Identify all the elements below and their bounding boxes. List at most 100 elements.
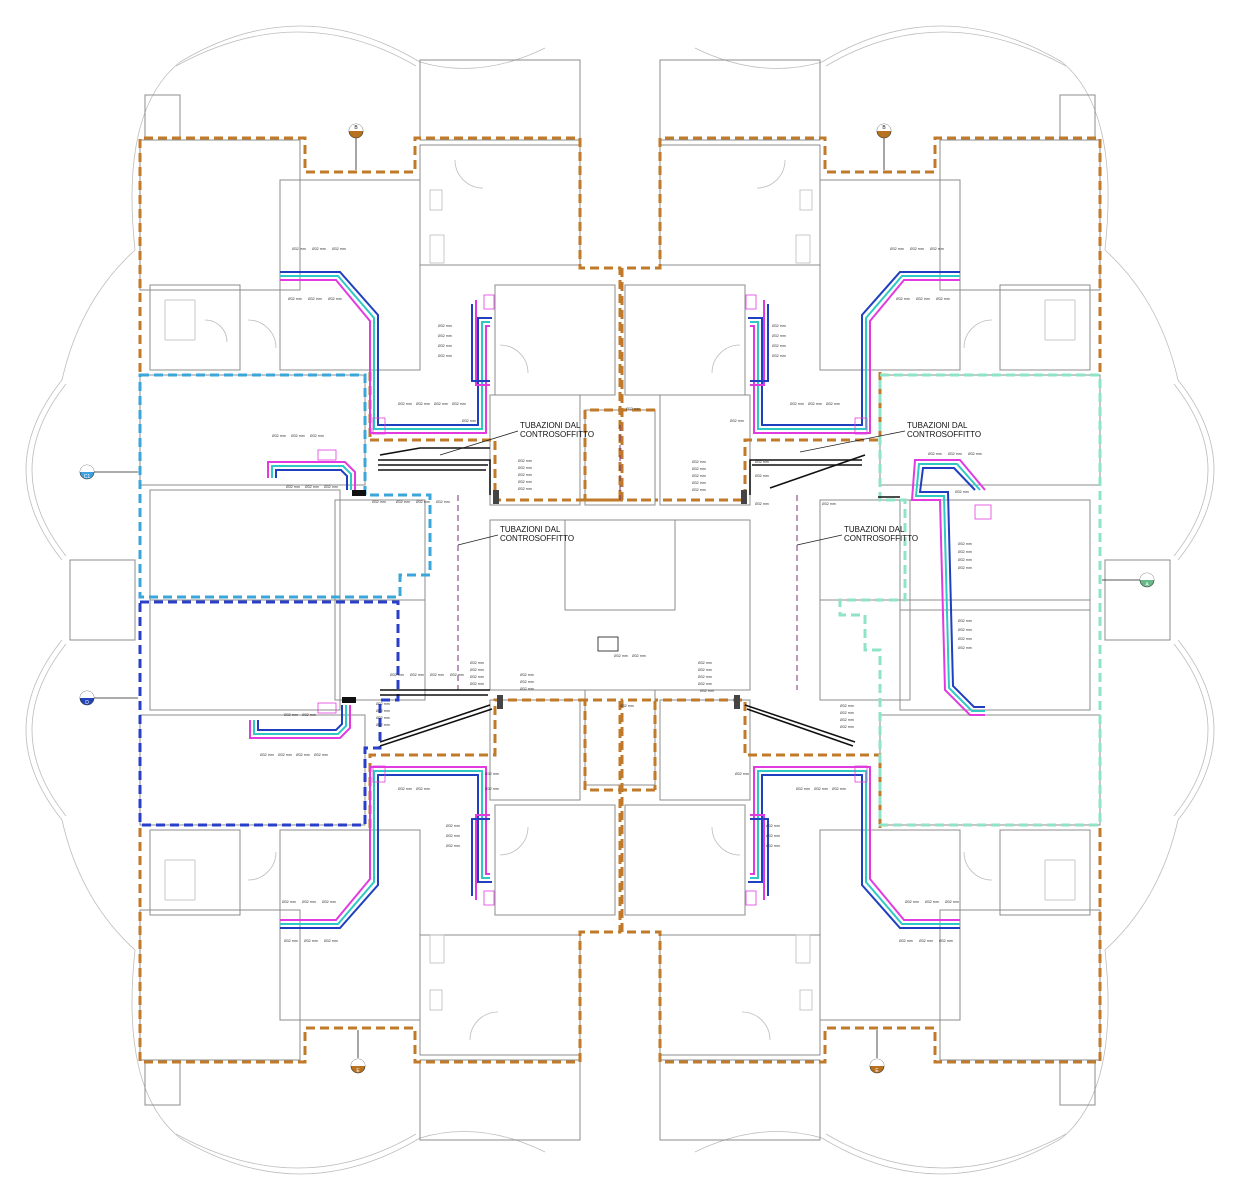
- collector-runs: [378, 447, 900, 747]
- svg-text:Ø32 mm: Ø32 mm: [520, 680, 534, 684]
- svg-text:Ø32 mm: Ø32 mm: [832, 787, 846, 791]
- svg-text:Ø32 mm: Ø32 mm: [692, 481, 706, 485]
- zone-a: [838, 373, 1102, 827]
- svg-text:Ø32 mm: Ø32 mm: [958, 566, 972, 570]
- svg-text:CONTROSOFFITTO: CONTROSOFFITTO: [907, 430, 981, 439]
- svg-text:Ø32 mm: Ø32 mm: [905, 900, 919, 904]
- svg-text:Ø32 mm: Ø32 mm: [292, 247, 306, 251]
- svg-text:Ø32 mm: Ø32 mm: [958, 619, 972, 623]
- svg-text:Ø32 mm: Ø32 mm: [332, 247, 346, 251]
- zone-se: [620, 698, 1102, 1064]
- svg-text:CONTROSOFFITTO: CONTROSOFFITTO: [500, 534, 574, 543]
- svg-text:B: B: [354, 125, 358, 131]
- svg-text:Ø32 mm: Ø32 mm: [438, 324, 452, 328]
- svg-text:Ø32 mm: Ø32 mm: [446, 824, 460, 828]
- pipe-run-se: [748, 766, 960, 929]
- svg-text:CONTROSOFFITTO: CONTROSOFFITTO: [520, 430, 594, 439]
- pipe-runs: [249, 271, 986, 929]
- svg-text:Ø32 mm: Ø32 mm: [416, 402, 430, 406]
- svg-text:Ø32 mm: Ø32 mm: [626, 407, 640, 411]
- svg-text:B: B: [882, 125, 886, 131]
- svg-text:Ø32 mm: Ø32 mm: [899, 939, 913, 943]
- note-ceiling-pipes-ne: TUBAZIONI DAL CONTROSOFFITTO: [799, 421, 981, 453]
- svg-text:Ø32 mm: Ø32 mm: [446, 834, 460, 838]
- svg-text:Ø32 mm: Ø32 mm: [438, 344, 452, 348]
- svg-text:Ø32 mm: Ø32 mm: [890, 247, 904, 251]
- svg-text:Ø32 mm: Ø32 mm: [840, 704, 854, 708]
- svg-text:TUBAZIONI DAL: TUBAZIONI DAL: [844, 525, 905, 534]
- svg-text:Ø32 mm: Ø32 mm: [692, 474, 706, 478]
- zone-nw: [138, 136, 655, 502]
- svg-text:Ø32 mm: Ø32 mm: [470, 668, 484, 672]
- svg-text:Ø32 mm: Ø32 mm: [772, 344, 786, 348]
- svg-text:Ø32 mm: Ø32 mm: [436, 500, 450, 504]
- svg-text:Ø32 mm: Ø32 mm: [840, 725, 854, 729]
- marker-south-left: E: [350, 1030, 366, 1074]
- svg-text:Ø32 mm: Ø32 mm: [518, 459, 532, 463]
- svg-text:Ø32 mm: Ø32 mm: [284, 939, 298, 943]
- svg-text:Ø32 mm: Ø32 mm: [305, 485, 319, 489]
- zone-d: [138, 600, 400, 827]
- svg-text:Ø32 mm: Ø32 mm: [620, 704, 634, 708]
- svg-text:Ø32 mm: Ø32 mm: [291, 434, 305, 438]
- svg-text:Ø32 mm: Ø32 mm: [372, 500, 386, 504]
- pipe-run-c1: [267, 461, 356, 490]
- svg-text:Ø32 mm: Ø32 mm: [766, 824, 780, 828]
- svg-text:Ø32 mm: Ø32 mm: [485, 787, 499, 791]
- svg-text:Ø32 mm: Ø32 mm: [324, 485, 338, 489]
- svg-text:Ø32 mm: Ø32 mm: [822, 502, 836, 506]
- svg-text:Ø32 mm: Ø32 mm: [692, 488, 706, 492]
- pipe-run-d: [249, 705, 351, 739]
- svg-text:Ø32 mm: Ø32 mm: [916, 297, 930, 301]
- svg-text:Ø32 mm: Ø32 mm: [376, 709, 390, 713]
- svg-text:Ø32 mm: Ø32 mm: [260, 753, 274, 757]
- marker-north-left: B: [348, 123, 364, 170]
- svg-text:Ø32 mm: Ø32 mm: [470, 661, 484, 665]
- svg-text:Ø32 mm: Ø32 mm: [936, 297, 950, 301]
- svg-text:Ø32 mm: Ø32 mm: [840, 718, 854, 722]
- svg-text:Ø32 mm: Ø32 mm: [462, 419, 476, 423]
- svg-text:Ø32 mm: Ø32 mm: [520, 687, 534, 691]
- svg-text:Ø32 mm: Ø32 mm: [470, 682, 484, 686]
- marker-south-right: E: [869, 1030, 885, 1074]
- note-ceiling-pipes-mid-right: TUBAZIONI DAL CONTROSOFFITTO: [796, 525, 918, 546]
- svg-text:Ø32 mm: Ø32 mm: [958, 558, 972, 562]
- svg-text:Ø32 mm: Ø32 mm: [314, 753, 328, 757]
- svg-text:Ø32 mm: Ø32 mm: [958, 628, 972, 632]
- svg-text:Ø32 mm: Ø32 mm: [438, 334, 452, 338]
- svg-text:Ø32 mm: Ø32 mm: [735, 772, 749, 776]
- marker-west-upper: C1: [79, 464, 138, 480]
- svg-text:Ø32 mm: Ø32 mm: [518, 480, 532, 484]
- svg-text:Ø32 mm: Ø32 mm: [755, 474, 769, 478]
- svg-text:Ø32 mm: Ø32 mm: [919, 939, 933, 943]
- svg-text:Ø32 mm: Ø32 mm: [518, 487, 532, 491]
- svg-text:Ø32 mm: Ø32 mm: [438, 354, 452, 358]
- svg-text:Ø32 mm: Ø32 mm: [958, 542, 972, 546]
- svg-text:Ø32 mm: Ø32 mm: [766, 834, 780, 838]
- zone-boundaries: [138, 136, 1102, 1064]
- svg-text:Ø32 mm: Ø32 mm: [450, 673, 464, 677]
- svg-text:Ø32 mm: Ø32 mm: [282, 900, 296, 904]
- svg-text:Ø32 mm: Ø32 mm: [698, 668, 712, 672]
- svg-text:Ø32 mm: Ø32 mm: [430, 673, 444, 677]
- svg-text:TUBAZIONI DAL: TUBAZIONI DAL: [907, 421, 968, 430]
- svg-text:Ø32 mm: Ø32 mm: [520, 673, 534, 677]
- svg-text:Ø32 mm: Ø32 mm: [796, 787, 810, 791]
- svg-text:Ø32 mm: Ø32 mm: [700, 689, 714, 693]
- svg-text:Ø32 mm: Ø32 mm: [958, 646, 972, 650]
- pipe-run-nw: [280, 271, 492, 434]
- svg-text:Ø32 mm: Ø32 mm: [766, 844, 780, 848]
- svg-text:Ø32 mm: Ø32 mm: [790, 402, 804, 406]
- svg-text:Ø32 mm: Ø32 mm: [302, 713, 316, 717]
- svg-text:Ø32 mm: Ø32 mm: [376, 723, 390, 727]
- svg-text:Ø32 mm: Ø32 mm: [772, 334, 786, 338]
- svg-text:Ø32 mm: Ø32 mm: [302, 900, 316, 904]
- svg-text:TUBAZIONI DAL: TUBAZIONI DAL: [500, 525, 561, 534]
- svg-text:Ø32 mm: Ø32 mm: [518, 473, 532, 477]
- svg-text:Ø32 mm: Ø32 mm: [396, 500, 410, 504]
- svg-text:Ø32 mm: Ø32 mm: [955, 490, 969, 494]
- svg-text:Ø32 mm: Ø32 mm: [310, 434, 324, 438]
- svg-text:Ø32 mm: Ø32 mm: [410, 673, 424, 677]
- collectors: [317, 294, 992, 906]
